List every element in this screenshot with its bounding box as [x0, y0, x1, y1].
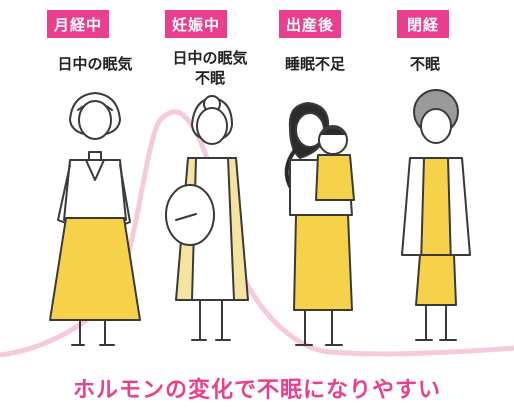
- stage-caption-after-birth: 睡眠不足: [250, 54, 380, 74]
- figure-menopause: [401, 89, 471, 341]
- figure-menstruation: [49, 92, 141, 346]
- caption-line: 不眠: [194, 69, 225, 87]
- caption-line: 日中の眠気: [57, 55, 133, 73]
- stage-badge-menopause: 閉経: [397, 10, 449, 38]
- stage-caption-menopause: 不眠: [380, 54, 470, 74]
- figure-after-birth: [284, 102, 355, 346]
- caption-line: 日中の眠気: [172, 49, 248, 67]
- caption-line: 不眠: [409, 55, 440, 73]
- stage-badge-after-birth: 出産後: [279, 10, 341, 38]
- stage-caption-menstruation: 日中の眠気: [20, 54, 170, 74]
- figure-pregnancy: [165, 95, 249, 341]
- stage-caption-pregnancy: 日中の眠気 不眠: [140, 48, 280, 88]
- headline: ホルモンの変化で不眠になりやすい: [72, 378, 441, 403]
- stage-badge-pregnancy: 妊娠中: [165, 10, 227, 38]
- caption-line: 睡眠不足: [284, 55, 345, 73]
- stage-badge-menstruation: 月経中: [47, 10, 109, 38]
